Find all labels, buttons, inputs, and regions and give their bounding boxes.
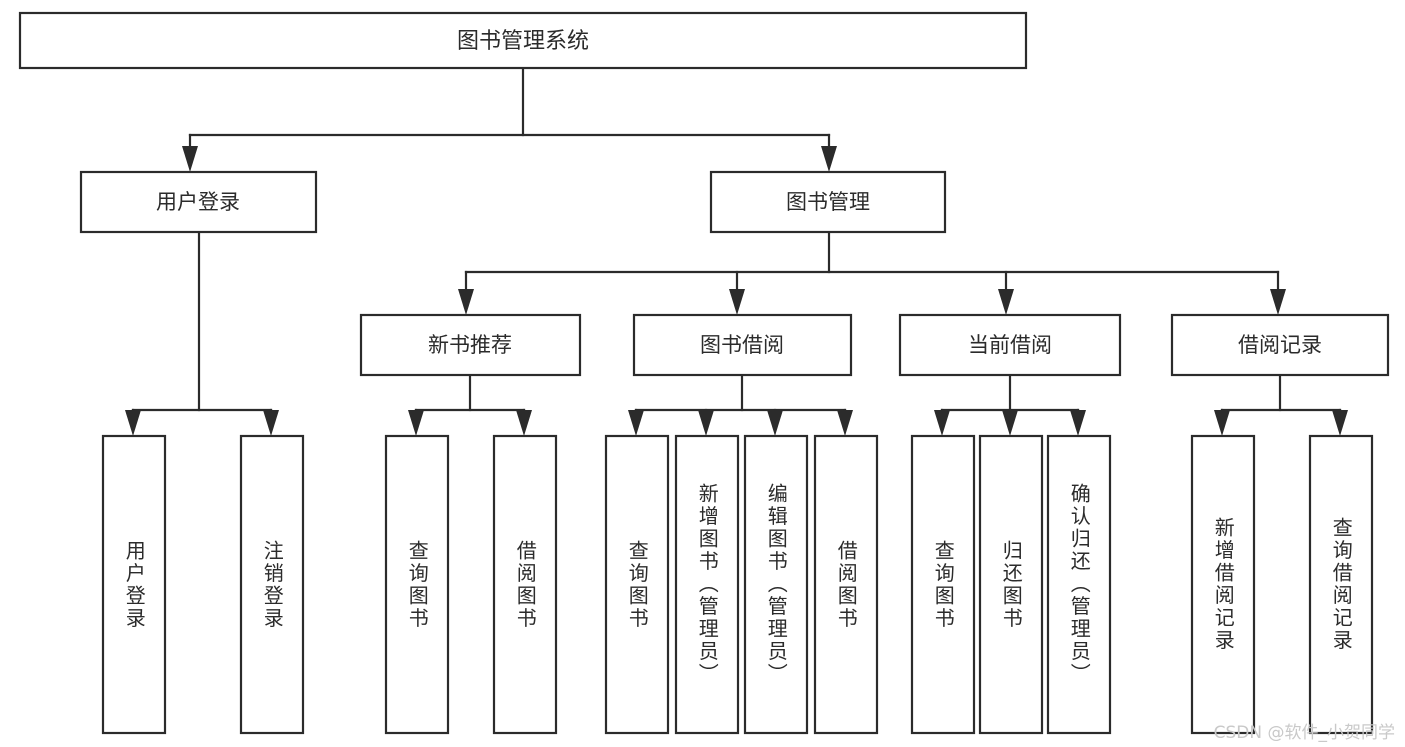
arrowhead-n4-to-leaf2 <box>1332 410 1348 436</box>
label-user-login: 用户登录 <box>156 190 240 214</box>
node-box-book-management[interactable] <box>709 170 947 234</box>
arrowhead-bookmgmt-to-n2 <box>729 289 745 315</box>
arrowhead-root-to-login <box>182 146 198 172</box>
node-boxes <box>18 11 1390 735</box>
label-current-borrow: 当前借阅 <box>968 333 1052 357</box>
arrowhead-n4-to-leaf1 <box>1214 410 1230 436</box>
arrowhead-login-to-leaf2 <box>263 410 279 436</box>
node-box-current-borrow[interactable] <box>898 313 1122 377</box>
label-new-book-recommend: 新书推荐 <box>428 333 512 357</box>
arrowhead-login-to-leaf1 <box>125 410 141 436</box>
arrowhead-n2-to-leaf4 <box>837 410 853 436</box>
arrowhead-n3-to-leaf2 <box>1002 410 1018 436</box>
watermark-text: CSDN @软件_小贺同学 <box>1213 723 1395 743</box>
leaf-box-5[interactable] <box>674 434 740 735</box>
leaf-box-6[interactable] <box>743 434 809 735</box>
arrowhead-n3-to-leaf3 <box>1070 410 1086 436</box>
leaf-box-0[interactable] <box>101 434 167 735</box>
leaf-box-11[interactable] <box>1190 434 1256 735</box>
node-box-borrow-record[interactable] <box>1170 313 1390 377</box>
leaf-box-2[interactable] <box>384 434 450 735</box>
node-box-new-book-recommend[interactable] <box>359 313 582 377</box>
label-book-management: 图书管理 <box>786 190 870 214</box>
node-box-root[interactable] <box>18 11 1028 70</box>
label-root: 图书管理系统 <box>457 29 589 54</box>
node-box-book-borrow[interactable] <box>632 313 853 377</box>
leaf-box-12[interactable] <box>1308 434 1374 735</box>
leaf-box-9[interactable] <box>978 434 1044 735</box>
node-box-user-login[interactable] <box>79 170 318 234</box>
arrowhead-n1-to-leaf2 <box>516 410 532 436</box>
leaf-box-3[interactable] <box>492 434 558 735</box>
label-borrow-record: 借阅记录 <box>1238 333 1322 357</box>
arrowhead-root-to-bookmgmt <box>821 146 837 172</box>
label-book-borrow: 图书借阅 <box>700 333 784 357</box>
arrowhead-n3-to-leaf1 <box>934 410 950 436</box>
leaf-box-8[interactable] <box>910 434 976 735</box>
connectors <box>125 66 1348 436</box>
leaf-box-10[interactable] <box>1046 434 1112 735</box>
leaf-box-1[interactable] <box>239 434 305 735</box>
arrowhead-bookmgmt-to-n1 <box>458 289 474 315</box>
node-labels: 图书管理系统 用户登录 图书管理 新书推荐 图书借阅 当前借阅 借阅记录 <box>156 29 1322 357</box>
arrowhead-bookmgmt-to-n3 <box>998 289 1014 315</box>
arrowhead-n2-to-leaf3 <box>767 410 783 436</box>
arrowhead-n2-to-leaf2 <box>698 410 714 436</box>
leaf-box-7[interactable] <box>813 434 879 735</box>
arrowhead-n2-to-leaf1 <box>628 410 644 436</box>
arrowhead-bookmgmt-to-n4 <box>1270 289 1286 315</box>
arrowhead-n1-to-leaf1 <box>408 410 424 436</box>
leaf-box-4[interactable] <box>604 434 670 735</box>
